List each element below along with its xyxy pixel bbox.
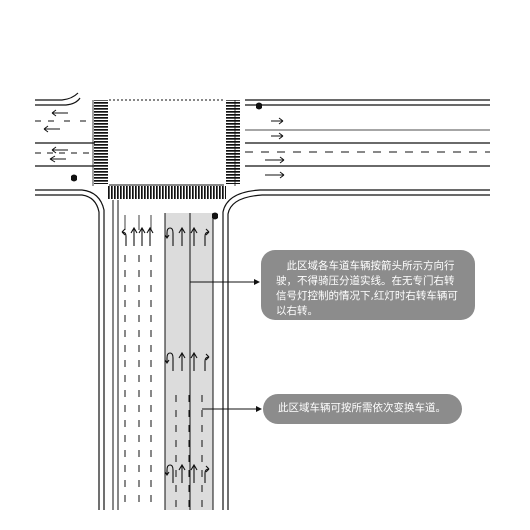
callout-line: 此区域各车道车辆按箭头所示方向行	[276, 260, 455, 272]
straight-arrow	[190, 463, 198, 483]
straight-arrow	[146, 226, 154, 246]
left-turn-arrow	[121, 228, 127, 246]
straight-arrow	[138, 226, 146, 246]
side-road-markings	[35, 120, 490, 154]
straight-arrow	[178, 226, 186, 246]
straight-arrow	[178, 463, 186, 483]
straight-arrow	[190, 226, 198, 246]
u-turn-arrow	[164, 352, 174, 371]
lane-arrow-layer	[121, 226, 210, 483]
vertical-lane-lines	[112, 200, 214, 510]
u-turn-arrow	[164, 227, 174, 246]
right-turn-arrow	[204, 228, 210, 246]
u-turn-arrow	[164, 464, 174, 483]
road-edges	[35, 92, 490, 510]
callout-pointers	[190, 279, 262, 412]
dashed-lane-rule-callout: 此区域车辆可按所需依次变换车道。	[263, 394, 462, 424]
straight-arrow	[190, 351, 198, 371]
callout-line: 驶，不得骑压分道实线。在无专门右转	[276, 275, 455, 287]
straight-arrow	[178, 351, 186, 371]
crosswalks	[94, 100, 240, 199]
right-turn-arrow	[204, 465, 210, 483]
solid-lane-rule-callout: 此区域各车道车辆按箭头所示方向行 驶，不得骑压分道实线。在无专门右转 信号灯控制…	[261, 250, 475, 320]
side-road-arrows	[43, 109, 285, 179]
right-turn-arrow	[204, 353, 210, 371]
callout-line: 此区域车辆可按所需依次变换车道。	[278, 402, 446, 414]
straight-arrow	[130, 226, 138, 246]
callout-line: 以右转。	[276, 305, 318, 317]
callout-line: 信号灯控制的情况下,红灯时右转车辆可	[276, 290, 458, 302]
intersection-box	[109, 99, 224, 186]
